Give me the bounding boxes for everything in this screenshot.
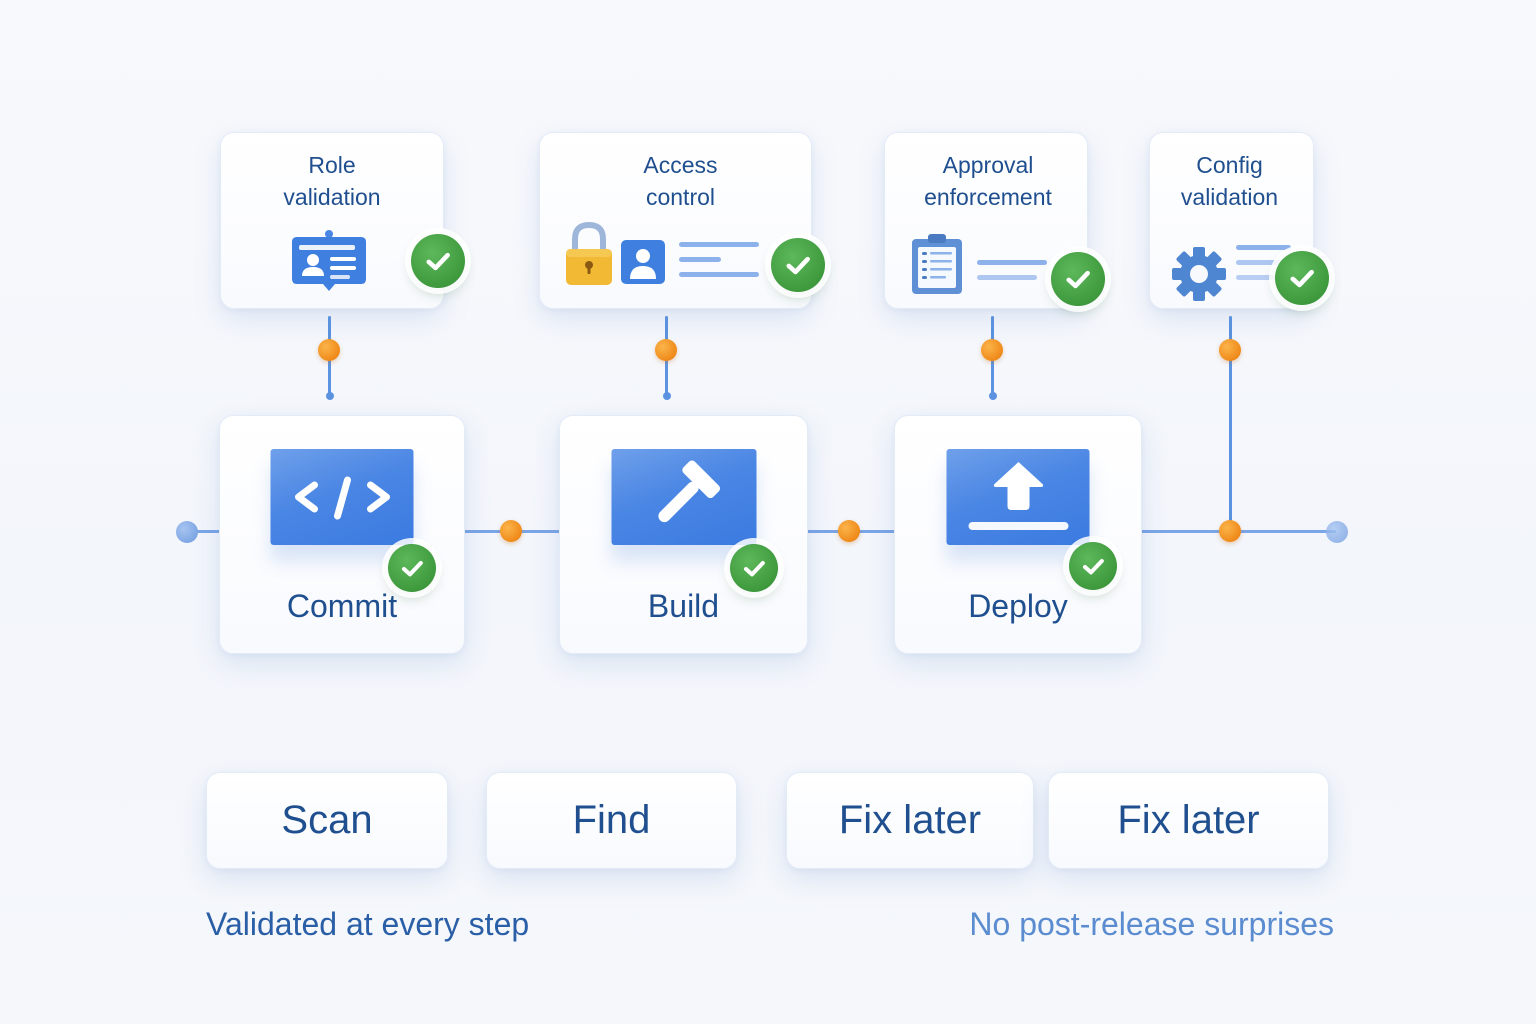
stage-label: Deploy [968,588,1068,624]
junction-dot [981,339,1003,361]
hammer-icon [611,449,756,545]
text-lines-icon [977,260,1047,290]
stage-card-commit[interactable]: Commit [219,415,465,654]
caption-right: No post-release surprises [969,906,1334,942]
caption-left: Validated at every step [206,906,530,942]
passed-check-icon [771,238,825,292]
junction-dot [500,520,522,542]
stage-card-build[interactable]: Build [559,415,808,654]
junction-dot [318,339,340,361]
user-icon [620,239,666,290]
stage-card-deploy[interactable]: Deploy [894,415,1142,654]
legacy-step-find[interactable]: Find [486,772,737,869]
junction-dot [838,520,860,542]
passed-check-icon [730,544,778,592]
connector-end [663,392,671,400]
passed-check-icon [1051,252,1105,306]
legacy-step-fix-later[interactable]: Fix later [1048,772,1329,869]
passed-check-icon [1275,251,1329,305]
stage-label: Build [647,588,720,624]
code-icon [270,449,414,545]
connector-config [1229,316,1232,530]
connector-end [326,392,334,400]
stage-label: Commit [286,588,398,624]
text-lines-icon [679,242,759,287]
id-badge-icon [291,229,367,300]
passed-check-icon [388,544,436,592]
passed-check-icon [411,234,465,288]
gear-icon [1171,246,1227,307]
clipboard-icon [911,233,963,300]
legacy-step-fix-later[interactable]: Fix later [786,772,1034,869]
pipeline-start-dot [176,521,198,543]
junction-dot [655,339,677,361]
junction-dot [1219,520,1241,542]
connector-end [989,392,997,400]
passed-check-icon [1069,542,1117,590]
padlock-icon [564,221,614,292]
pipeline-end-dot [1326,521,1348,543]
junction-dot [1219,339,1241,361]
legacy-step-scan[interactable]: Scan [206,772,448,869]
upload-icon [946,449,1090,545]
text-lines-icon [1236,245,1291,290]
